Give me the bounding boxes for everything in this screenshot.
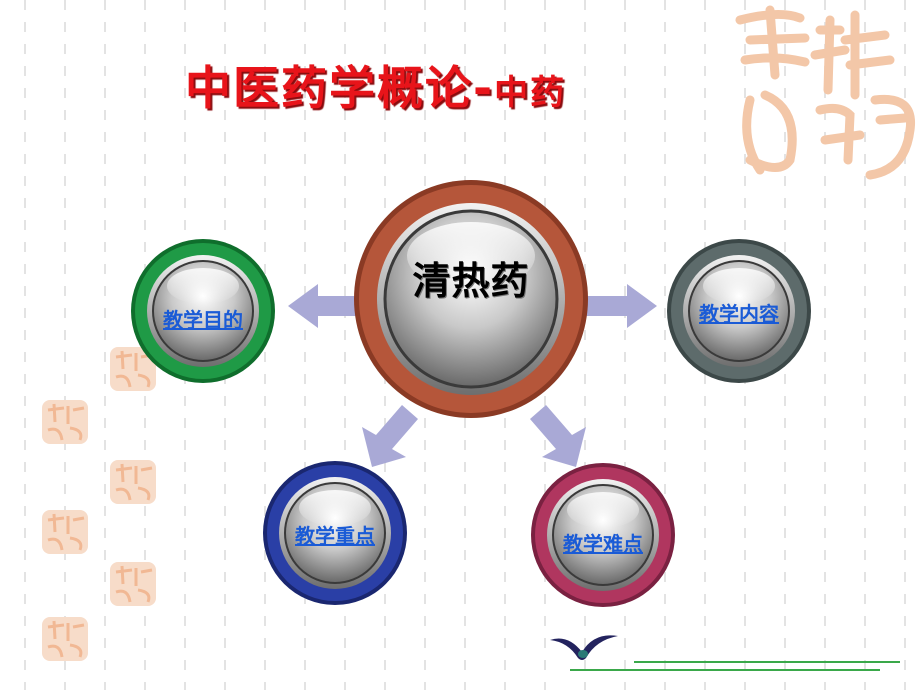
title-main: 中医药学概论- xyxy=(185,61,495,115)
seagull-icon xyxy=(550,635,618,660)
arrow-left-icon xyxy=(288,284,360,328)
green-divider-line-2 xyxy=(570,669,880,671)
page-title: 中医药学概论-中药 xyxy=(185,52,566,118)
arrow-right-icon xyxy=(585,284,657,328)
arrow-down-right-icon xyxy=(530,405,586,467)
teaching-keypoints-link[interactable]: 教学重点 xyxy=(295,524,375,548)
teaching-content-link[interactable]: 教学内容 xyxy=(699,302,779,326)
teaching-purpose-link[interactable]: 教学目的 xyxy=(163,308,243,332)
node-teaching-difficulties[interactable]: 教学难点 xyxy=(530,460,676,610)
node-teaching-keypoints[interactable]: 教学重点 xyxy=(262,460,408,606)
calligraphy-seal-large xyxy=(735,5,916,180)
arrow-down-left-icon xyxy=(362,405,418,467)
node-teaching-purpose[interactable]: 教学目的 xyxy=(130,238,276,384)
small-seal-1 xyxy=(110,347,156,391)
small-seal-6 xyxy=(42,617,88,661)
teaching-difficulties-link[interactable]: 教学难点 xyxy=(563,532,643,556)
node-teaching-content[interactable]: 教学内容 xyxy=(666,238,812,384)
small-seal-3 xyxy=(110,460,156,504)
small-seal-4 xyxy=(42,510,88,554)
green-divider-line-1 xyxy=(634,661,900,663)
small-seal-2 xyxy=(42,400,88,444)
title-sub: 中药 xyxy=(494,73,567,113)
small-seal-5 xyxy=(110,562,156,606)
center-node-qingre-yao[interactable]: 清热药 xyxy=(352,178,590,420)
center-node-label: 清热药 xyxy=(412,259,530,303)
